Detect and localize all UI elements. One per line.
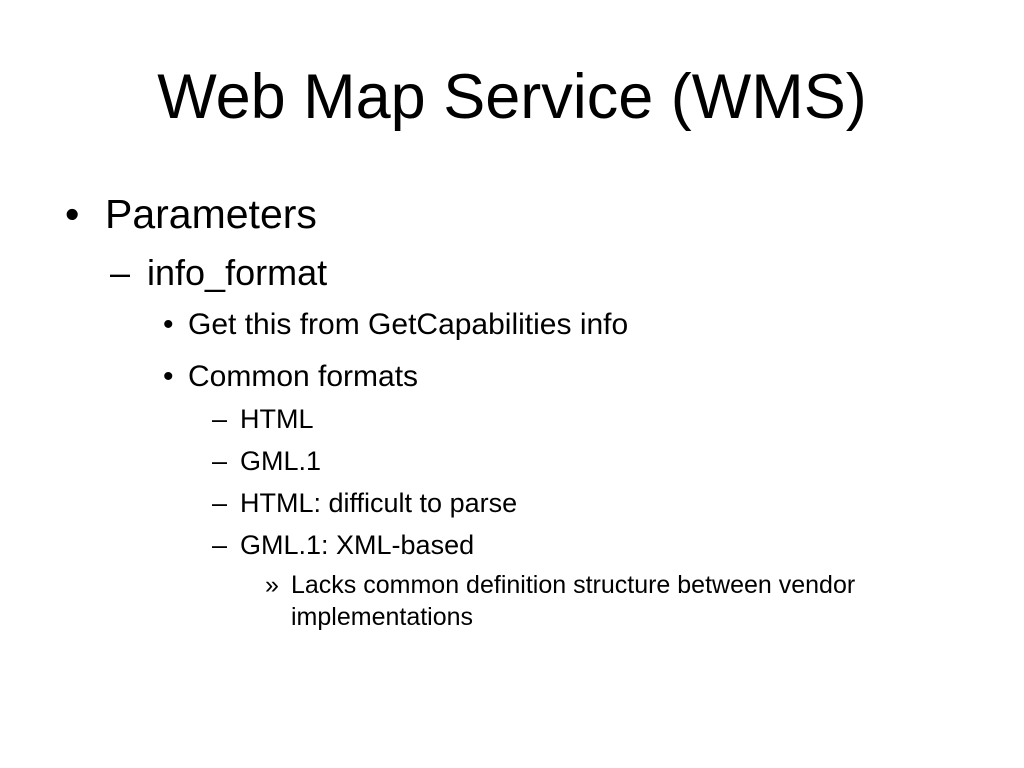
dash-icon: – — [110, 252, 131, 293]
list-item-text: info_format — [147, 252, 328, 293]
list-item-gml1-xml-based: – GML.1: XML-based — [0, 530, 1024, 561]
list-item-text: HTML — [240, 404, 314, 434]
list-item-info-format: – info_format — [0, 252, 1024, 293]
list-item-text: Get this from GetCapabilities info — [188, 308, 629, 341]
bullet-list: • Parameters – info_format • Get this fr… — [0, 191, 1024, 633]
dash-icon: – — [212, 488, 228, 518]
list-item-text: Parameters — [105, 191, 317, 237]
slide-title: Web Map Service (WMS) — [157, 62, 867, 132]
list-item-parameters: • Parameters — [0, 191, 1024, 238]
list-item-gml1: – GML.1 — [0, 446, 1024, 477]
list-item-html-difficult: – HTML: difficult to parse — [0, 488, 1024, 519]
list-item-common-formats: • Common formats — [0, 359, 1024, 394]
list-item-text: GML.1: XML-based — [240, 530, 475, 560]
list-item-text: GML.1 — [240, 446, 322, 476]
bullet-icon: • — [163, 360, 174, 393]
list-item-text: Lacks common definition structure betwee… — [291, 571, 856, 631]
dash-icon: – — [212, 446, 228, 476]
dash-icon: – — [212, 530, 228, 560]
dash-icon: – — [212, 404, 228, 434]
list-item-get-this: • Get this from GetCapabilities info — [0, 307, 1024, 342]
list-item-text: HTML: difficult to parse — [240, 488, 518, 518]
bullet-icon: • — [163, 308, 174, 341]
list-item-lacks-common-definition: » Lacks common definition structure betw… — [0, 569, 1024, 633]
guillemet-icon: » — [265, 571, 279, 599]
list-item-html: – HTML — [0, 404, 1024, 435]
list-item-text: Common formats — [188, 360, 419, 393]
bullet-icon: • — [65, 191, 80, 237]
